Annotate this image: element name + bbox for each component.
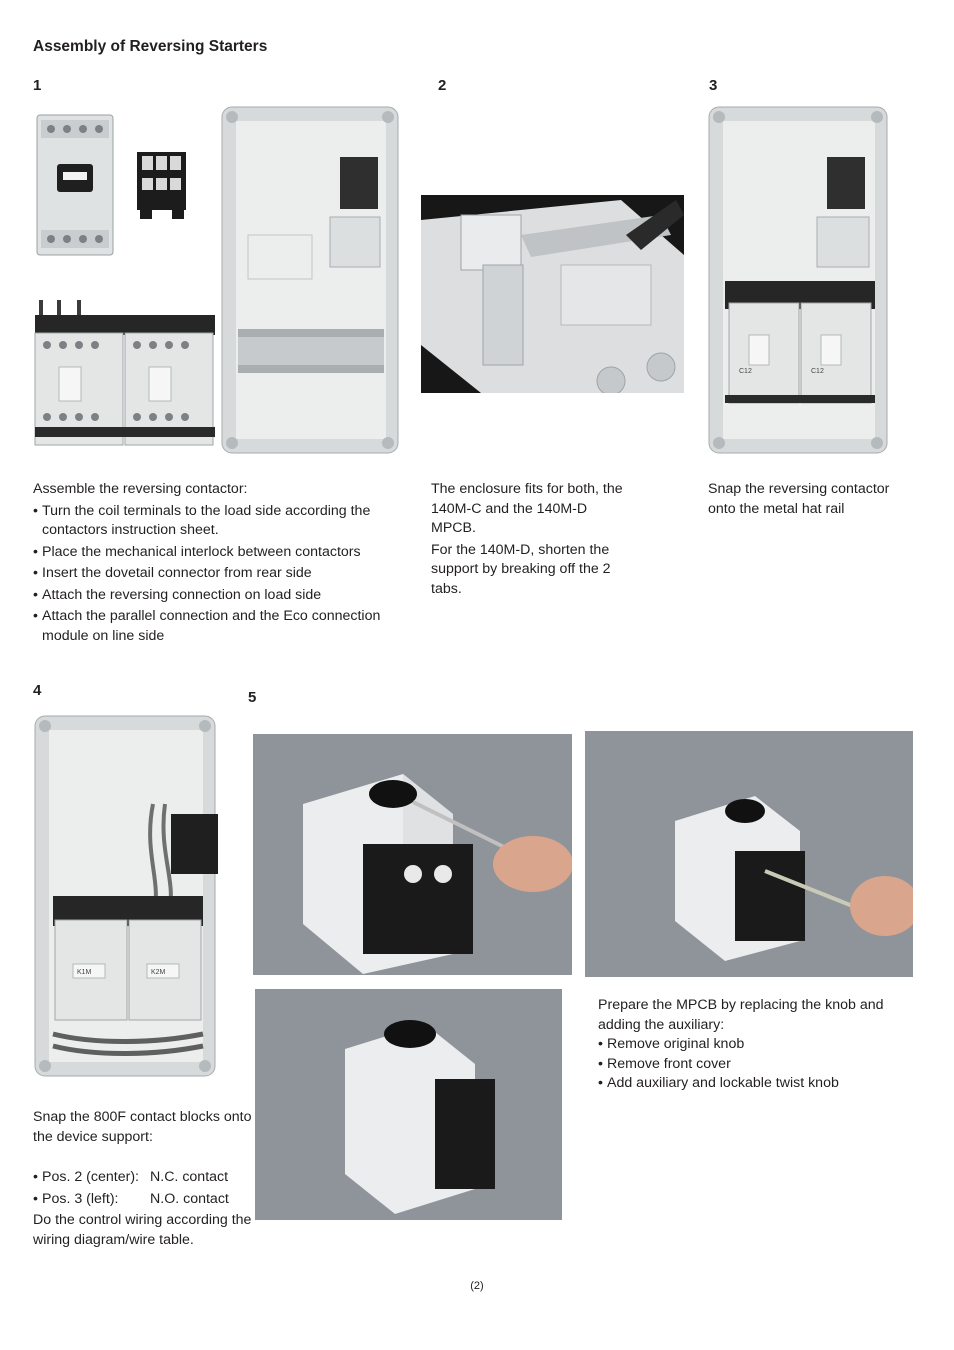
list-item: Insert the dovetail connector from rear …: [33, 564, 403, 584]
mpcb-cover-removal-photo: [585, 731, 913, 977]
list-item: Remove original knob: [598, 1035, 908, 1055]
step-4-positions: Pos. 2 (center): N.C. contact Pos. 3 (lef…: [33, 1168, 258, 1209]
contact-blocks-photo: [134, 150, 189, 220]
list-item: Attach the reversing connection on load …: [33, 586, 403, 606]
list-item: Add auxiliary and lockable twist knob: [598, 1074, 908, 1094]
step-3-number: 3: [709, 77, 718, 94]
step-4-number: 4: [33, 682, 42, 699]
mpcb-photo: [35, 112, 115, 257]
enclosure-wired-photo: K1M K2M: [33, 714, 218, 1079]
c12-left-label: C12: [739, 368, 752, 375]
step-5-number: 5: [248, 689, 257, 706]
step-1-text: Assemble the reversing contactor: Turn t…: [33, 480, 403, 646]
step-1-number: 1: [33, 77, 42, 94]
step-5-bullets: Remove original knob Remove front cover …: [598, 1035, 908, 1094]
page-title: Assembly of Reversing Starters: [33, 38, 268, 55]
enclosure-detail-photo: [421, 195, 684, 393]
step-1-bullets: Turn the coil terminals to the load side…: [33, 502, 403, 647]
step-3-text: Snap the reversing contactor onto the me…: [708, 481, 890, 517]
mpcb-knob-removal-photo: [253, 734, 572, 975]
enclosure-empty-photo: [220, 105, 400, 455]
pos-2-label: Pos. 2 (center):: [42, 1169, 139, 1185]
enclosure-contactor-photo: C12 C12: [707, 105, 889, 455]
list-item: Pos. 2 (center): N.C. contact: [33, 1168, 258, 1188]
step-4-text: Snap the 800F contact blocks onto the de…: [33, 1108, 258, 1250]
step-2-para-2: For the 140M-D, shorten the support by b…: [431, 541, 611, 597]
step-4-outro: Do the control wiring according the wiri…: [33, 1212, 252, 1248]
pos-3-label: Pos. 3 (left):: [42, 1190, 119, 1207]
step-5-intro: Prepare the MPCB by replacing the knob a…: [598, 997, 884, 1033]
step-2-number: 2: [438, 77, 447, 94]
k1m-label: K1M: [77, 969, 92, 976]
list-item: Pos. 3 (left): N.O. contact: [33, 1190, 258, 1210]
reversing-contactor-photo: [33, 295, 218, 455]
c12-right-label: C12: [811, 368, 824, 375]
step-5-text: Prepare the MPCB by replacing the knob a…: [598, 996, 908, 1094]
step-2-text: The enclosure fits for both, the 140M-C …: [431, 480, 631, 599]
list-item: Turn the coil terminals to the load side…: [33, 502, 403, 541]
step-1-intro: Assemble the reversing contactor:: [33, 481, 248, 497]
page-number: (2): [470, 1280, 484, 1292]
step-2-para-1: The enclosure fits for both, the 140M-C …: [431, 481, 623, 536]
list-item: Attach the parallel connection and the E…: [33, 607, 403, 646]
mpcb-auxiliary-added-photo: [255, 989, 562, 1220]
pos-3-value: N.O. contact: [150, 1190, 229, 1207]
pos-2-value: N.C. contact: [150, 1169, 229, 1185]
k2m-label: K2M: [151, 969, 166, 976]
list-item: Place the mechanical interlock between c…: [33, 543, 403, 563]
list-item: Remove front cover: [598, 1055, 908, 1075]
step-4-intro: Snap the 800F contact blocks onto the de…: [33, 1109, 252, 1145]
